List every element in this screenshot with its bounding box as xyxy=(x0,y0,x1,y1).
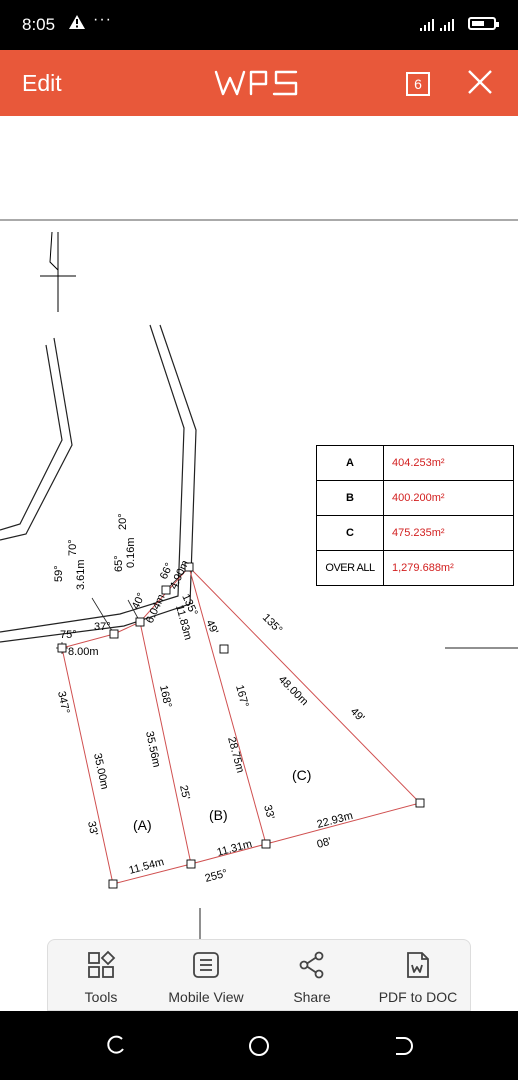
label-33-a: 33' xyxy=(85,820,100,837)
plot-label-a: (A) xyxy=(133,817,152,833)
area-value: 475.235m² xyxy=(383,515,514,551)
area-table: A 404.253m² B 400.200m² C 475.235m² OVER… xyxy=(316,445,514,586)
table-row: A 404.253m² xyxy=(316,445,514,481)
status-time: 8:05 xyxy=(22,15,56,34)
label-59: 59° xyxy=(53,565,65,582)
label-48-00m: 48.00m xyxy=(276,674,310,708)
mobile-view-icon xyxy=(191,950,221,985)
label-8-00m: 8.00m xyxy=(68,646,99,658)
label-49-a: 49' xyxy=(203,618,220,636)
survey-plan-drawing: 3.61m 0.16m 59° 70° 65° 20° 75° 37° 8.00… xyxy=(0,219,518,940)
label-49-b: 49' xyxy=(348,706,367,725)
pdf-to-doc-icon xyxy=(403,950,433,985)
label-11-31m: 11.31m xyxy=(216,838,254,859)
home-icon[interactable] xyxy=(248,1035,270,1062)
label-20: 20° xyxy=(117,513,129,530)
battery-icon xyxy=(468,17,499,30)
signal-icon xyxy=(420,16,464,37)
pdf-to-doc-button[interactable]: PDF to DOC xyxy=(368,940,468,1012)
label-35-00m: 35.00m xyxy=(91,752,110,790)
label-40: 40° xyxy=(130,591,148,611)
tools-button[interactable]: Tools xyxy=(56,940,146,1012)
share-button[interactable]: Share xyxy=(270,940,354,1012)
label-135-b: 135° xyxy=(260,612,285,637)
area-value: 400.200m² xyxy=(383,480,514,516)
label-70: 70° xyxy=(67,539,79,556)
area-label: B xyxy=(316,480,384,516)
system-nav-bar xyxy=(0,1011,518,1080)
plot-label-c: (C) xyxy=(292,767,311,783)
tools-label: Tools xyxy=(84,989,118,1005)
table-row: B 400.200m² xyxy=(316,480,514,516)
table-row: C 475.235m² xyxy=(316,515,514,551)
label-0-16m: 0.16m xyxy=(125,537,137,568)
label-168: 168° xyxy=(157,684,173,709)
pdf-to-doc-label: PDF to DOC xyxy=(378,989,458,1005)
label-6-04m: 6.04m xyxy=(144,592,168,625)
table-row: OVER ALL 1,279.688m² xyxy=(316,550,514,586)
label-37: 37° xyxy=(94,621,111,633)
label-28-75m: 28.75m xyxy=(225,736,246,775)
recent-apps-icon[interactable] xyxy=(104,1035,126,1062)
label-167: 167° xyxy=(233,684,250,709)
share-icon xyxy=(297,950,327,985)
back-icon[interactable] xyxy=(392,1035,414,1062)
label-75: 75° xyxy=(60,629,77,641)
label-347: 347° xyxy=(55,690,71,715)
area-label: C xyxy=(316,515,384,551)
label-35-56m: 35.56m xyxy=(143,730,162,768)
wps-logo xyxy=(214,68,304,103)
label-11-54m: 11.54m xyxy=(128,856,166,877)
status-more-dots: ··· xyxy=(93,11,112,28)
label-22-93m: 22.93m xyxy=(316,810,355,831)
area-label: OVER ALL xyxy=(316,550,384,586)
edit-button[interactable]: Edit xyxy=(22,70,62,96)
bottom-toolbar: Tools Mobile View Share PDF to DOC xyxy=(47,939,471,1011)
label-65: 65° xyxy=(113,555,125,572)
document-view[interactable]: 3.61m 0.16m 59° 70° 65° 20° 75° 37° 8.00… xyxy=(0,116,518,1011)
label-255: 255° xyxy=(204,867,229,884)
share-label: Share xyxy=(293,989,331,1005)
label-3-61m: 3.61m xyxy=(75,559,87,590)
tools-icon xyxy=(86,950,116,985)
status-bar: 8:05 ··· xyxy=(0,0,518,50)
mobile-view-label: Mobile View xyxy=(168,989,244,1005)
label-25: 25' xyxy=(177,784,192,801)
label-08: 08' xyxy=(316,836,333,851)
area-value: 1,279.688m² xyxy=(383,550,514,586)
mobile-view-button[interactable]: Mobile View xyxy=(156,940,256,1012)
north-arrow-icon xyxy=(40,231,76,312)
area-label: A xyxy=(316,445,384,481)
page-count-button[interactable]: 6 xyxy=(406,72,430,96)
warning-icon xyxy=(68,14,86,35)
area-value: 404.253m² xyxy=(383,445,514,481)
plot-label-b: (B) xyxy=(209,807,228,823)
label-33-b: 33' xyxy=(261,804,276,821)
close-icon[interactable] xyxy=(466,68,494,101)
app-bar: Edit 6 xyxy=(0,50,518,116)
